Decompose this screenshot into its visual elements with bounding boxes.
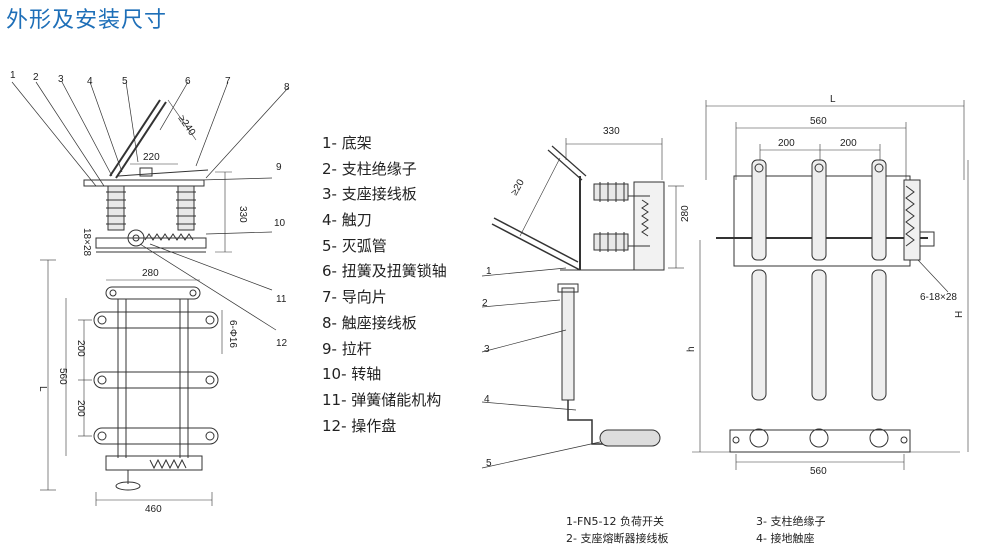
left-callout: 1 — [10, 70, 16, 81]
dim-330: 330 — [237, 206, 248, 223]
left-callout: 7 — [225, 76, 231, 87]
legend-item: 3- 支座接线板 — [322, 185, 417, 204]
right-dim-h: h — [686, 346, 697, 352]
left-side-elevation — [11, 81, 289, 331]
mid-callout: 2 — [482, 298, 488, 309]
left-callout: 3 — [58, 74, 64, 85]
mid-callout: 3 — [484, 344, 490, 355]
dim-240: ≥240 — [176, 113, 198, 138]
legend-item: 2- 支柱绝缘子 — [322, 159, 417, 178]
left-callout: 4 — [87, 76, 93, 87]
dim-560: 560 — [57, 368, 68, 385]
legend-item: 6- 扭簧及扭簧锁轴 — [322, 262, 447, 281]
legend-item: 5- 灭弧管 — [322, 236, 387, 255]
caption-2: 2- 支座熔断器接线板 — [566, 532, 669, 545]
mid-callout: 1 — [486, 266, 492, 277]
left-callout: 2 — [33, 72, 39, 83]
left-callout: 6 — [185, 76, 191, 87]
middle-side-view — [481, 138, 684, 469]
mid-dim-330: 330 — [603, 126, 620, 137]
dim-18x28: 18×28 — [81, 228, 92, 257]
right-dim-L: L — [830, 94, 836, 105]
caption-1: 1-FN5-12 负荷开关 — [566, 515, 664, 528]
caption-4: 4- 接地触座 — [756, 532, 815, 545]
mid-dim-20: ≥20 — [509, 177, 527, 197]
legend-item: 12- 操作盘 — [322, 416, 397, 435]
legend-item: 10- 转轴 — [322, 365, 382, 384]
legend-item: 9- 拉杆 — [322, 339, 372, 358]
mid-dim-280: 280 — [680, 205, 691, 222]
legend-item: 4- 触刀 — [322, 211, 372, 230]
dim-L: L — [37, 386, 48, 392]
dim-200b: 200 — [75, 400, 86, 417]
right-dim-560-bottom: 560 — [810, 466, 827, 477]
dim-6x16: 6-Φ16 — [227, 320, 238, 348]
legend-item: 7- 导向片 — [322, 288, 387, 307]
mid-callout: 5 — [486, 458, 492, 469]
caption-3: 3- 支柱绝缘子 — [756, 515, 826, 528]
left-callout: 5 — [122, 76, 128, 87]
parts-legend: 1- 底架 2- 支柱绝缘子 3- 支座接线板 4- 触刀 5- 灭弧管 6- … — [322, 131, 447, 439]
dim-200a: 200 — [75, 340, 86, 357]
right-dim-200a: 200 — [778, 138, 795, 149]
left-callout: 8 — [284, 82, 290, 93]
right-dim-200b: 200 — [840, 138, 857, 149]
left-callout: 10 — [274, 218, 286, 229]
left-callout: 12 — [276, 338, 288, 349]
right-dim-560-top: 560 — [810, 116, 827, 127]
right-dim-H: H — [954, 311, 965, 318]
left-plan-view — [40, 259, 223, 506]
legend-item: 1- 底架 — [322, 134, 372, 152]
legend-item: 11- 弹簧储能机构 — [322, 390, 442, 409]
mid-callout: 4 — [484, 394, 490, 405]
dim-280: 280 — [142, 268, 159, 279]
left-callout: 11 — [276, 294, 287, 305]
left-callout: 9 — [276, 162, 282, 173]
dim-220: 220 — [143, 152, 160, 163]
right-dim-6x18: 6-18×28 — [920, 292, 957, 303]
right-front-view — [692, 100, 969, 470]
dim-460: 460 — [145, 504, 162, 515]
legend-item: 8- 触座接线板 — [322, 313, 417, 332]
page-title: 外形及安装尺寸 — [6, 8, 168, 33]
